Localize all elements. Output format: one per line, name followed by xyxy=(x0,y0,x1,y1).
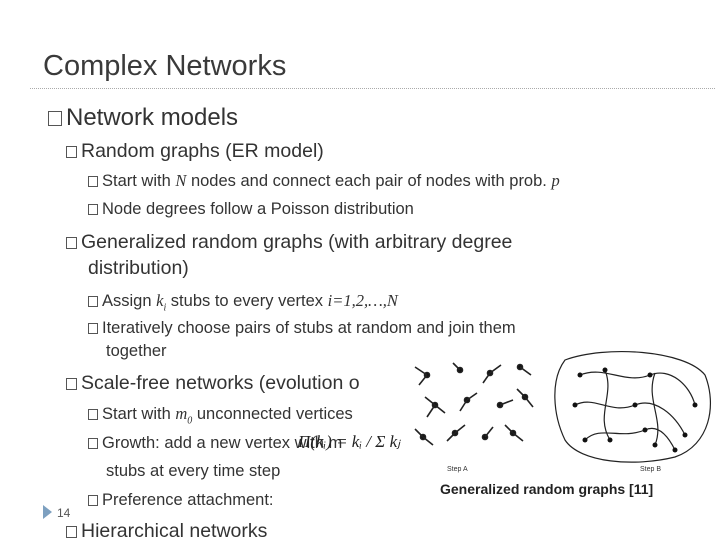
bullet-text: stubs to every vertex xyxy=(166,292,328,310)
bullet-text: Growth: add a new vertex with m xyxy=(102,434,343,452)
bullet-text: Node degrees follow a Poisson distributi… xyxy=(102,200,414,218)
square-bullet-icon xyxy=(88,204,98,216)
stub-node xyxy=(481,426,494,441)
square-bullet-icon xyxy=(66,145,77,158)
bullet-text: Start with xyxy=(102,405,176,423)
bullet-assign: Assign ki stubs to every vertex i=1,2,…,… xyxy=(88,291,398,313)
bullet-text: Preference attachment: xyxy=(102,491,274,509)
bullet-hierarchical: Hierarchical networks xyxy=(66,520,267,543)
edge xyxy=(651,372,659,446)
math-m: m xyxy=(175,404,188,423)
square-bullet-icon xyxy=(88,176,98,188)
network-boundary xyxy=(554,350,711,463)
generalized-random-graph-figure: Step A Step B xyxy=(414,350,711,473)
stub-node xyxy=(414,428,434,446)
edge xyxy=(584,427,676,451)
math-m-subscript: 0 xyxy=(187,415,193,427)
bullet-growth: Growth: add a new vertex with m xyxy=(88,434,342,453)
square-bullet-icon xyxy=(66,525,77,538)
bullet-text: nodes and connect each pair of nodes wit… xyxy=(186,172,552,190)
bullet-growth-cont: stubs at every time step xyxy=(106,462,281,480)
bullet-text: Random graphs (ER model) xyxy=(81,140,324,162)
math-range: i=1,2,…,N xyxy=(327,291,398,310)
title-divider xyxy=(30,88,715,89)
square-bullet-icon xyxy=(66,377,77,390)
stub-node xyxy=(414,366,431,386)
bullet-text: unconnected vertices xyxy=(192,405,353,423)
edge xyxy=(574,401,686,436)
slide-title: Complex Networks xyxy=(43,50,287,82)
stub-node xyxy=(504,424,524,442)
bullet-text: Scale-free networks (evolution o xyxy=(81,372,360,394)
bullet-preference: Preference attachment: xyxy=(88,491,274,510)
square-bullet-icon xyxy=(88,296,98,308)
stub-node xyxy=(516,388,534,408)
stub-node xyxy=(459,392,478,412)
bullet-text: Hierarchical networks xyxy=(81,520,268,542)
preferential-attachment-formula: Π(kᵢ) = kᵢ / Σ kⱼ xyxy=(298,432,401,451)
math-k-subscript: i xyxy=(163,302,167,314)
square-bullet-icon xyxy=(88,323,98,335)
bullet-iterative-cont: together xyxy=(106,342,167,360)
step-b-nodes xyxy=(572,367,698,453)
step-b-network xyxy=(554,350,711,463)
square-bullet-icon xyxy=(66,236,77,249)
stub-node xyxy=(516,363,532,376)
stub-node xyxy=(496,399,514,409)
square-bullet-icon xyxy=(48,111,62,127)
step-a-label: Step A xyxy=(447,466,468,473)
bullet-iterative: Iteratively choose pairs of stubs at ran… xyxy=(88,319,516,338)
square-bullet-icon xyxy=(88,438,98,450)
bullet-sf-start: Start with m0 unconnected vertices xyxy=(88,404,353,426)
stub-node xyxy=(424,396,446,418)
square-bullet-icon xyxy=(88,495,98,507)
bullet-generalized-cont: distribution) xyxy=(88,257,189,279)
stub-node xyxy=(452,362,464,374)
bullet-text: Iteratively choose pairs of stubs at ran… xyxy=(102,319,516,337)
bullet-generalized: Generalized random graphs (with arbitrar… xyxy=(66,231,512,254)
page-marker-icon xyxy=(43,505,52,519)
step-a-stubs xyxy=(414,362,534,446)
square-bullet-icon xyxy=(88,409,98,421)
bullet-text: Generalized random graphs (with arbitrar… xyxy=(81,231,513,253)
math-k: k xyxy=(156,291,164,310)
math-p: p xyxy=(551,171,560,190)
bullet-er-degrees: Node degrees follow a Poisson distributi… xyxy=(88,200,414,219)
bullet-text: Assign xyxy=(102,292,157,310)
figure-caption: Generalized random graphs [11] xyxy=(440,481,654,497)
math-n: N xyxy=(175,171,187,190)
bullet-random-graphs: Random graphs (ER model) xyxy=(66,140,324,163)
step-b-label: Step B xyxy=(640,466,661,473)
bullet-network-models: Network models xyxy=(48,104,238,132)
bullet-er-start: Start with N nodes and connect each pair… xyxy=(88,171,560,191)
bullet-scale-free: Scale-free networks (evolution o xyxy=(66,372,360,395)
edge xyxy=(603,369,611,441)
bullet-text: Network models xyxy=(66,104,239,131)
bullet-text: Start with xyxy=(102,172,176,190)
stub-node xyxy=(446,424,466,442)
stub-node xyxy=(482,364,502,384)
page-number: 14 xyxy=(57,506,71,520)
edge xyxy=(579,371,696,406)
